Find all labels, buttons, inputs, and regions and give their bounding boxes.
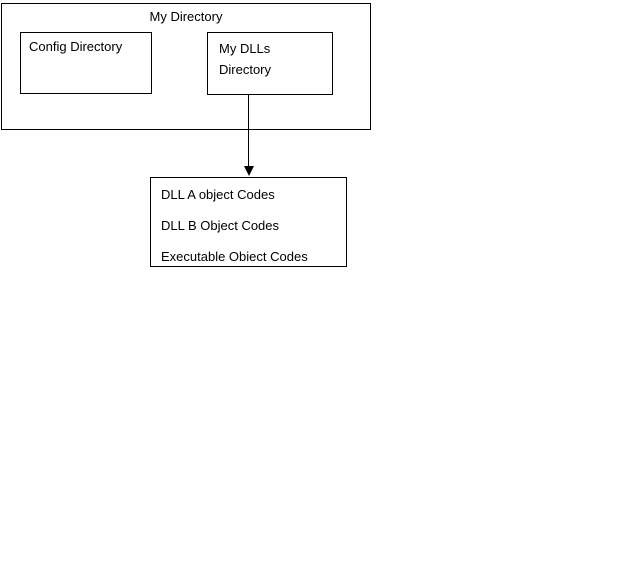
config-directory-label: Config Directory [29, 39, 123, 54]
my-directory-box: My Directory Config Directory My DLLs Di… [1, 3, 371, 130]
connector-line [248, 95, 249, 168]
codes-line-dll-a: DLL A object Codes [161, 187, 275, 202]
my-dlls-directory-box: My DLLs Directory [207, 32, 333, 95]
my-dlls-label-line2: Directory [219, 62, 272, 77]
my-directory-label: My Directory [149, 9, 223, 24]
object-codes-box: DLL A object Codes DLL B Object Codes Ex… [150, 177, 347, 267]
codes-line-executable: Executable Obiect Codes [161, 249, 308, 264]
my-dlls-label-line1: My DLLs [219, 41, 271, 56]
arrow-down-icon [244, 166, 254, 176]
config-directory-box: Config Directory [20, 32, 152, 94]
codes-line-dll-b: DLL B Object Codes [161, 218, 280, 233]
